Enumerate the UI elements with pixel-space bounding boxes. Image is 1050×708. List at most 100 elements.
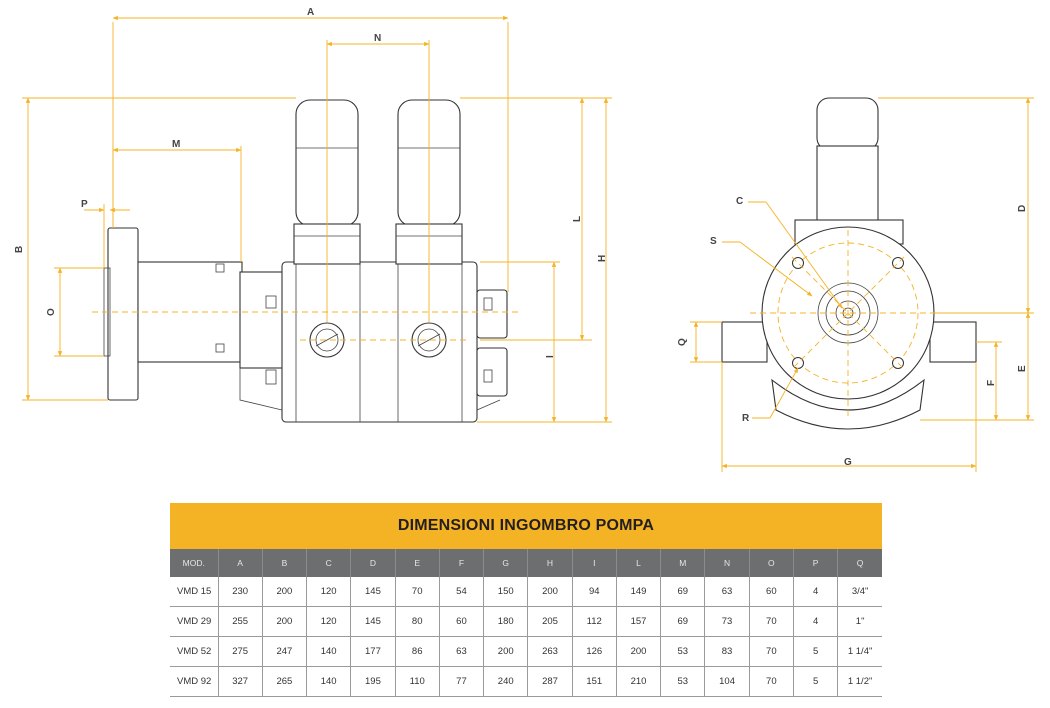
table-cell: 5: [793, 666, 839, 697]
table-cell: 112: [572, 606, 617, 637]
table-cell: 275: [218, 636, 263, 667]
table-cell: 195: [350, 666, 396, 697]
table-cell: 77: [439, 666, 485, 697]
table-cell: 140: [306, 636, 352, 667]
table-cell: 200: [527, 577, 573, 607]
dim-label-f: F: [986, 380, 997, 386]
table-cell: 247: [262, 636, 308, 667]
dim-label-a: A: [307, 7, 314, 18]
table-cell: 145: [350, 606, 396, 637]
pump-technical-drawing: A N M P B O L H: [14, 7, 1034, 472]
dim-label-s: S: [710, 236, 717, 247]
table-cell: 54: [439, 577, 485, 607]
column-header-d: D: [350, 549, 396, 577]
model-cell: VMD 29: [170, 606, 219, 637]
table-cell: 53: [660, 636, 706, 667]
table-cell: 149: [616, 577, 662, 607]
dim-label-m: M: [172, 139, 180, 150]
table-cell: 69: [660, 606, 706, 637]
table-cell: 200: [483, 636, 529, 667]
table-cell: 53: [660, 666, 706, 697]
table-cell: 240: [483, 666, 529, 697]
table-cell: 70: [749, 606, 794, 637]
table-cell: 177: [350, 636, 396, 667]
column-header-m: M: [660, 549, 706, 577]
table-cell: 4: [793, 606, 839, 637]
table-cell: 120: [306, 577, 352, 607]
table-cell: 63: [704, 577, 750, 607]
table-cell: 200: [262, 606, 308, 637]
dim-label-i: I: [545, 355, 556, 358]
dim-label-l: L: [572, 216, 583, 222]
column-header-n: N: [704, 549, 750, 577]
table-cell: 230: [218, 577, 263, 607]
table-cell: 5: [793, 636, 839, 667]
table-cell: 86: [395, 636, 440, 667]
column-header-q: Q: [837, 549, 882, 577]
table-cell: 205: [527, 606, 573, 637]
table-cell: 327: [218, 666, 263, 697]
table-cell: 255: [218, 606, 263, 637]
column-header-l: L: [616, 549, 662, 577]
table-cell: 145: [350, 577, 396, 607]
table-cell: 150: [483, 577, 529, 607]
dim-label-e: E: [1017, 365, 1028, 372]
table-cell: 157: [616, 606, 662, 637]
dim-label-n: N: [374, 33, 381, 44]
side-view: A N M P B O L H: [14, 7, 612, 423]
column-header-h: H: [527, 549, 573, 577]
table-cell: 69: [660, 577, 706, 607]
table-cell: 287: [527, 666, 573, 697]
table-cell: 60: [439, 606, 485, 637]
table-title: DIMENSIONI INGOMBRO POMPA: [170, 503, 882, 549]
table-cell: 210: [616, 666, 662, 697]
table-cell: 80: [395, 606, 440, 637]
table-cell: 1 1/4": [837, 636, 882, 667]
table-cell: 140: [306, 666, 352, 697]
table-cell: 70: [749, 666, 794, 697]
table-cell: 263: [527, 636, 573, 667]
table-cell: 120: [306, 606, 352, 637]
dim-label-c: C: [736, 196, 743, 207]
column-header-a: A: [218, 549, 263, 577]
table-cell: 83: [704, 636, 750, 667]
dim-label-b: B: [14, 246, 25, 253]
column-header-c: C: [306, 549, 352, 577]
dim-label-h: H: [597, 255, 608, 262]
dim-label-d: D: [1017, 205, 1028, 212]
column-header-g: G: [483, 549, 529, 577]
table-cell: 200: [616, 636, 662, 667]
table-cell: 70: [395, 577, 440, 607]
table-cell: 200: [262, 577, 308, 607]
column-header-f: F: [439, 549, 485, 577]
column-header-b: B: [262, 549, 308, 577]
table-cell: 151: [572, 666, 617, 697]
dim-label-q: Q: [677, 338, 688, 346]
table-cell: 3/4": [837, 577, 882, 607]
table-cell: 63: [439, 636, 485, 667]
table-cell: 180: [483, 606, 529, 637]
table-cell: 265: [262, 666, 308, 697]
table-cell: 70: [749, 636, 794, 667]
column-header-p: P: [793, 549, 839, 577]
dim-label-g: G: [844, 457, 852, 468]
column-header-e: E: [395, 549, 440, 577]
table-cell: 1": [837, 606, 882, 637]
column-header-mod: MOD.: [170, 549, 219, 577]
model-cell: VMD 15: [170, 577, 219, 607]
dim-label-r: R: [742, 413, 750, 424]
table-cell: 126: [572, 636, 617, 667]
model-cell: VMD 92: [170, 666, 219, 697]
table-cell: 60: [749, 577, 794, 607]
front-view: C S R D E F Q G: [677, 97, 1034, 472]
column-header-i: I: [572, 549, 617, 577]
table-cell: 104: [704, 666, 750, 697]
table-cell: 110: [395, 666, 440, 697]
